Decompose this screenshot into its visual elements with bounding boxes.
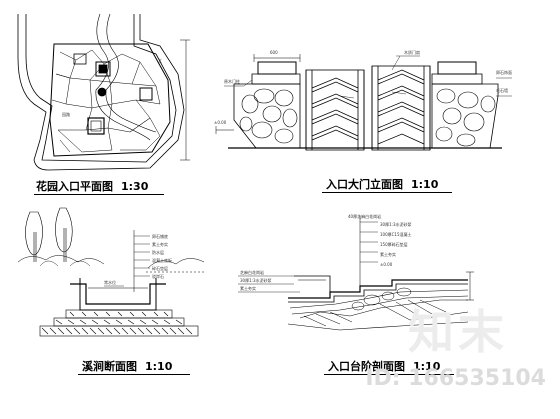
svg-text:防水层: 防水层 — [152, 249, 164, 255]
stream-section: 常水位 卵石铺底 素土夯实 防水层 混凝土底板 碎石垫层 驳岸石 — [17, 207, 205, 337]
svg-text:驳岸石: 驳岸石 — [152, 273, 164, 279]
watermark-logo: 知末 — [408, 305, 508, 359]
svg-text:素土夯实: 素土夯实 — [380, 251, 396, 257]
svg-text:卵石饰面: 卵石饰面 — [496, 69, 512, 75]
plan-title-scale: 1:30 — [121, 180, 149, 193]
plan-title-text: 花园入口平面图 — [36, 180, 113, 193]
elevation-title-text: 入口大门立面图 — [326, 178, 403, 191]
stream-title: 溪涧断面图 1:10 — [82, 358, 172, 374]
svg-text:素土夯实: 素土夯实 — [152, 241, 168, 247]
steps-title-underline — [324, 374, 454, 375]
svg-text:木质门扇: 木质门扇 — [404, 49, 420, 55]
plan-title: 花园入口平面图 1:30 — [36, 178, 148, 194]
stream-title-underline — [78, 374, 190, 375]
elevation-title-scale: 1:10 — [411, 178, 439, 191]
svg-text:原木门柱: 原木门柱 — [224, 78, 240, 84]
svg-text:立: 立 — [158, 57, 162, 63]
svg-text:常水位: 常水位 — [104, 279, 116, 285]
svg-text:40厚芝麻白花岗岩: 40厚芝麻白花岗岩 — [348, 213, 381, 219]
svg-text:±0.00: ±0.00 — [214, 120, 227, 125]
elevation-title: 入口大门立面图 1:10 — [326, 176, 438, 192]
svg-text:30厚1:3水泥砂浆: 30厚1:3水泥砂浆 — [380, 221, 412, 227]
elevation-title-underline — [322, 192, 452, 193]
svg-text:芝麻白花岗岩: 芝麻白花岗岩 — [240, 269, 264, 275]
stream-title-scale: 1:10 — [145, 360, 173, 373]
svg-text:素土夯实: 素土夯实 — [240, 285, 256, 291]
steps-title-scale: 1:10 — [413, 360, 441, 373]
svg-text:园路: 园路 — [62, 111, 70, 117]
svg-text:150厚碎石垫层: 150厚碎石垫层 — [380, 241, 408, 247]
plan-title-underline — [34, 194, 164, 195]
svg-text:碎石垫层: 碎石垫层 — [152, 265, 168, 271]
svg-text:600: 600 — [270, 50, 278, 55]
stream-title-text: 溪涧断面图 — [82, 360, 137, 373]
entrance-steps-section: 芝麻白花岗岩 30厚1:3水泥砂浆 素土夯实 40厚芝麻白花岗岩 30厚1:3水… — [238, 213, 474, 331]
steps-title-text: 入口台阶剖面图 — [328, 360, 405, 373]
svg-text:毛石墙: 毛石墙 — [496, 87, 508, 93]
svg-text:卵石铺底: 卵石铺底 — [152, 233, 168, 239]
svg-text:30厚1:3水泥砂浆: 30厚1:3水泥砂浆 — [240, 277, 272, 283]
watermark-id: ID: 166535104 — [365, 366, 546, 391]
svg-text:±0.00: ±0.00 — [380, 262, 393, 267]
svg-text:100厚C15混凝土: 100厚C15混凝土 — [380, 231, 412, 237]
steps-title: 入口台阶剖面图 1:10 — [328, 358, 440, 374]
svg-text:混凝土底板: 混凝土底板 — [152, 257, 172, 263]
entrance-gate-elevation: 600 — [214, 49, 512, 151]
garden-entrance-plan: 立 园路 — [17, 13, 190, 171]
